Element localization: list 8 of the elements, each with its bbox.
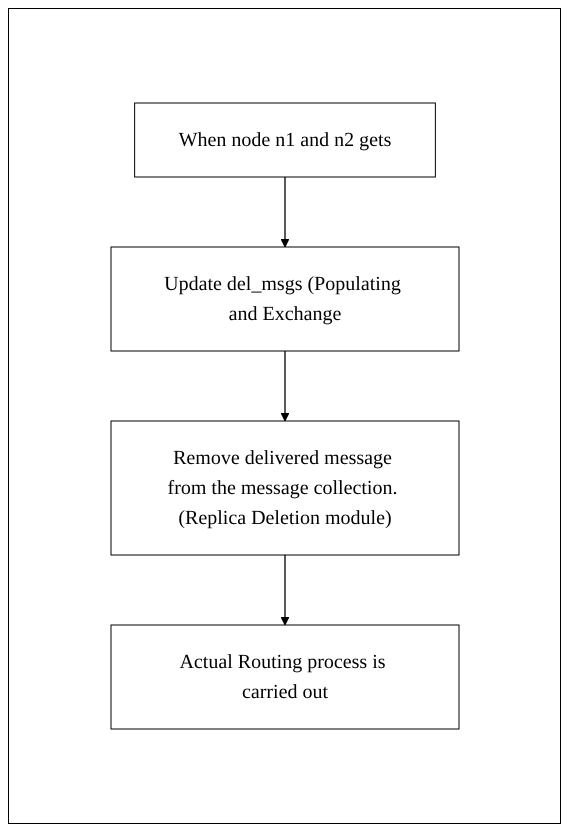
node-box: [110, 624, 459, 730]
node-box: [110, 246, 459, 352]
node-box: [110, 420, 459, 556]
arrow: [280, 351, 289, 422]
node-box: [134, 102, 436, 178]
arrow: [280, 555, 289, 626]
arrow: [280, 177, 289, 248]
page-border: When node n1 and n2 gets Update del_msgs (Populating and Exchange Remove delivered message from the message collection. (Replica Deletion module) Actual Routing process is carried out: [8, 8, 561, 824]
